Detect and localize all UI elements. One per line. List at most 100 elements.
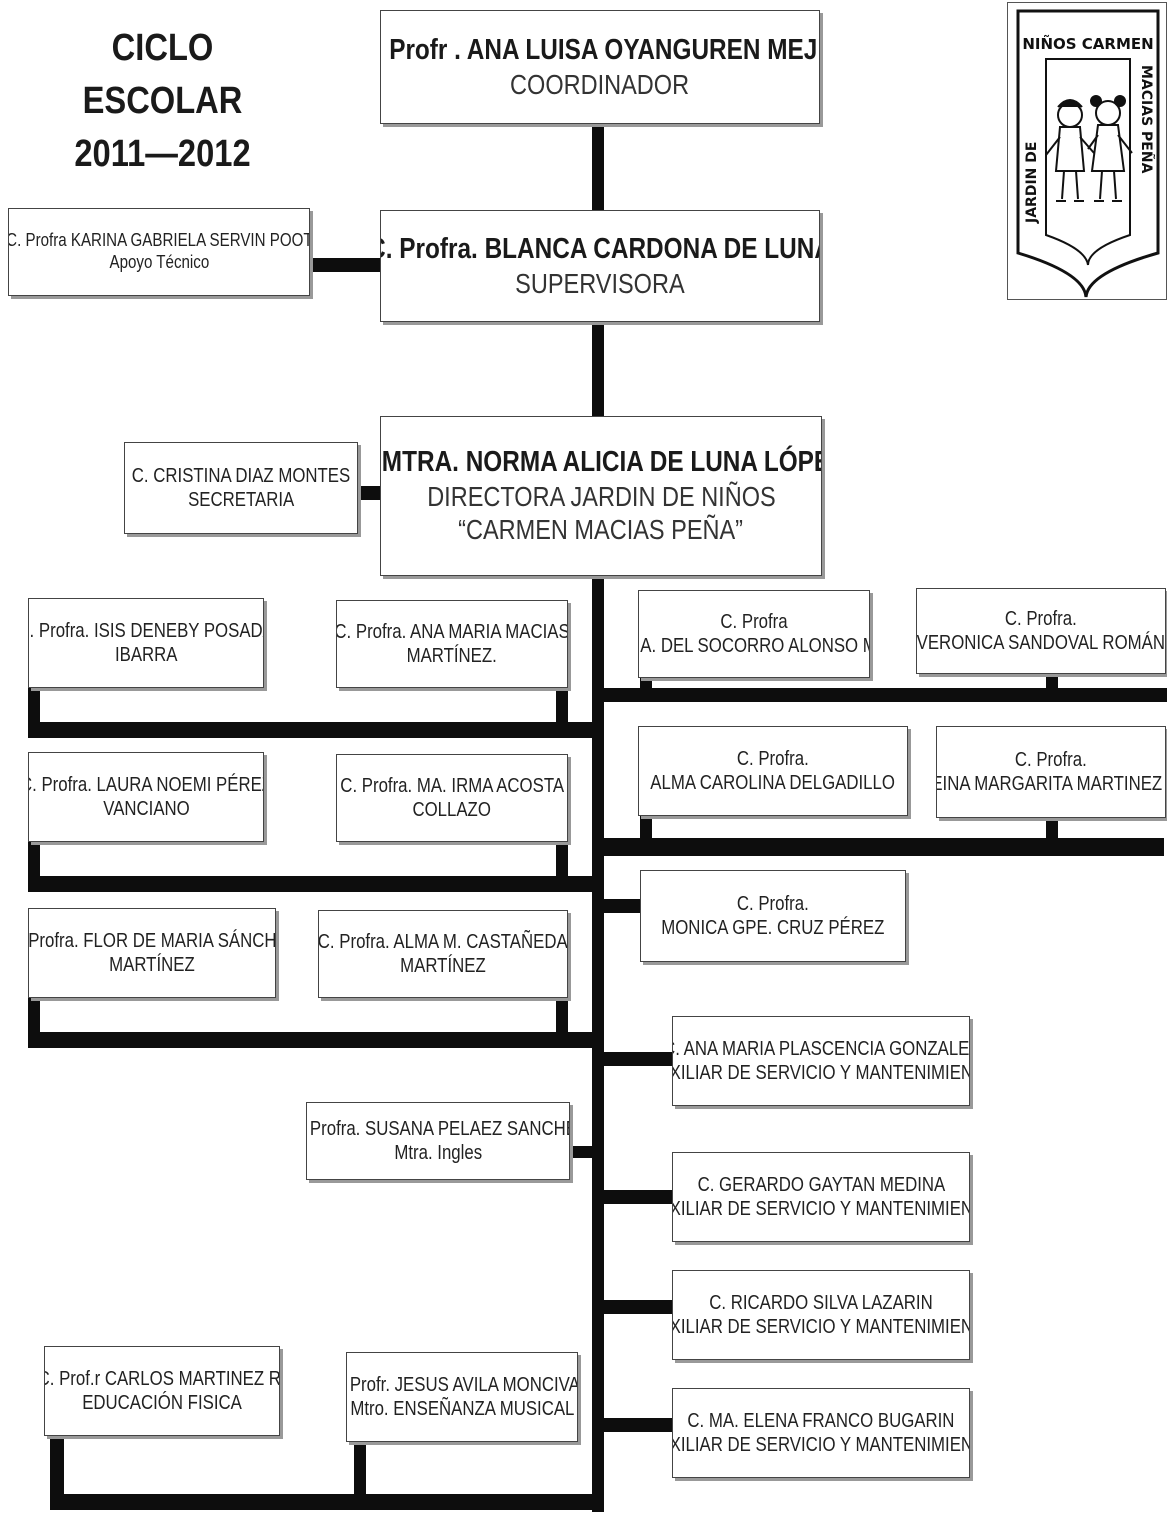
teacher-box-flor: C. Profra. FLOR DE MARIA SÁNCHEZ MARTÍNE… bbox=[28, 908, 276, 998]
teacher-line1: C. Prof.r CARLOS MARTINEZ R. bbox=[44, 1368, 280, 1390]
teacher-box-irma: C. Profra. MA. IRMA ACOSTA COLLAZO bbox=[336, 754, 568, 842]
coordinador-name: C. Profr . ANA LUISA OYANGUREN MEJIA bbox=[380, 33, 820, 66]
teacher-box-alma-carolina: C. Profra. ALMA CAROLINA DELGADILLO bbox=[638, 726, 908, 816]
directora-role: DIRECTORA JARDIN DE NIÑOS bbox=[426, 480, 776, 512]
staff-line1: C. MA. ELENA FRANCO BUGARIN bbox=[687, 1410, 955, 1432]
staff-line1: C. RICARDO SILVA LAZARIN bbox=[709, 1292, 933, 1314]
directora-name: C.MTRA. NORMA ALICIA DE LUNA LÓPEZ bbox=[380, 446, 822, 478]
connector-susana bbox=[570, 1146, 600, 1158]
connector-right-row2-drop-a bbox=[640, 814, 652, 842]
apoyo-role: Apoyo Técnico bbox=[109, 252, 209, 272]
title-line1: CICLO ESCOLAR bbox=[82, 27, 243, 123]
connector-apoyo bbox=[310, 258, 382, 272]
secretaria-role: SECRETARIA bbox=[187, 489, 295, 511]
teacher-box-isis: C. Profra. ISIS DENEBY POSADA IBARRA bbox=[28, 598, 264, 688]
teacher-box-laura: C. Profra. LAURA NOEMI PÉREZ VANCIANO bbox=[28, 752, 264, 842]
staff-line2: AUXILIAR DE SERVICIO Y MANTENIMIENTO bbox=[673, 1316, 969, 1338]
teacher-line2: Mtro. ENSEÑANZA MUSICAL bbox=[349, 1398, 575, 1420]
supervisora-name: C. Profra. BLANCA CARDONA DE LUNA bbox=[380, 232, 820, 265]
teacher-box-alma-m: C. Profra. ALMA M. CASTAÑEDA MARTÍNEZ bbox=[318, 910, 568, 998]
connector-right-row1-drop-a bbox=[640, 676, 652, 694]
teacher-line1: C. Profra. LAURA NOEMI PÉREZ bbox=[28, 774, 264, 796]
teacher-line2: MARTÍNEZ bbox=[109, 954, 195, 976]
logo-text-top: NIÑOS CARMEN bbox=[1022, 34, 1153, 53]
connector-left-row3-drop-a bbox=[28, 996, 40, 1038]
teacher-line2: ALMA CAROLINA DELGADILLO bbox=[650, 772, 896, 794]
teacher-box-veronica: C. Profra. VERONICA SANDOVAL ROMÁN bbox=[916, 588, 1166, 674]
apoyo-tecnico-box: C. Profra KARINA GABRIELA SERVIN POOT Ap… bbox=[8, 208, 310, 296]
teacher-box-reina: C. Profra. REINA MARGARITA MARTINEZ H. bbox=[936, 726, 1166, 818]
connector-bottom-drop-b bbox=[354, 1440, 366, 1498]
connector-left-row1 bbox=[28, 722, 598, 738]
teacher-box-monica: C. Profra. MONICA GPE. CRUZ PÉREZ bbox=[640, 870, 906, 962]
connector-left-row3-drop-b bbox=[556, 996, 568, 1038]
connector-bottom bbox=[50, 1494, 602, 1510]
teacher-box-socorro: C. Profra MA. DEL SOCORRO ALONSO M. bbox=[638, 590, 870, 678]
connector-monica bbox=[598, 899, 642, 913]
teacher-line2: Mtra. Ingles bbox=[394, 1142, 482, 1164]
connector-bottom-drop-a bbox=[50, 1434, 64, 1500]
teacher-line2: EDUCACIÓN FISICA bbox=[82, 1392, 242, 1414]
connector-left-row2-drop-a bbox=[28, 842, 40, 882]
teacher-line2: IBARRA bbox=[114, 644, 178, 666]
connector-left-row2 bbox=[28, 876, 598, 892]
coordinador-box: C. Profr . ANA LUISA OYANGUREN MEJIA COO… bbox=[380, 10, 820, 124]
teacher-line1: C. Profra. ANA MARIA MACIAS bbox=[336, 621, 568, 643]
logo-text-left: JARDIN DE bbox=[1024, 142, 1040, 224]
staff-line1: C. ANA MARIA PLASCENCIA GONZALEZ bbox=[672, 1038, 970, 1060]
teacher-line1: C. Profra. ALMA M. CASTAÑEDA bbox=[318, 931, 568, 953]
connector-right-row1-drop-b bbox=[1046, 672, 1058, 694]
teacher-line1: C. Profra. bbox=[1015, 749, 1087, 771]
supervisora-role: SUPERVISORA bbox=[515, 267, 685, 299]
teacher-line1: C. Profr. JESUS AVILA MONCIVAIZ bbox=[347, 1374, 577, 1396]
title-line2: 2011—2012 bbox=[74, 133, 251, 176]
connector-gaytan bbox=[598, 1190, 674, 1204]
connector-left-row2-drop-b bbox=[556, 842, 568, 882]
connector-right-row2 bbox=[598, 838, 1164, 856]
teacher-box-ana-maria: C. Profra. ANA MARIA MACIAS MARTÍNEZ. bbox=[336, 600, 568, 688]
teacher-line2: MARTÍNEZ. bbox=[406, 645, 498, 667]
teacher-line1: C. Profra. bbox=[737, 748, 809, 770]
teacher-line1: C. Profra. bbox=[737, 893, 809, 915]
connector-plascencia bbox=[598, 1052, 674, 1066]
teacher-line1: C. Profra. bbox=[1005, 608, 1077, 630]
staff-box-silva: C. RICARDO SILVA LAZARIN AUXILIAR DE SER… bbox=[672, 1270, 970, 1360]
coordinador-role: COORDINADOR bbox=[510, 68, 690, 100]
connector-left-row3 bbox=[28, 1032, 598, 1048]
teacher-line1: C. Profra. SUSANA PELAEZ SANCHEZ bbox=[307, 1118, 569, 1140]
staff-box-plascencia: C. ANA MARIA PLASCENCIA GONZALEZ AUXILIA… bbox=[672, 1016, 970, 1106]
connector-left-row1-drop-b bbox=[556, 688, 568, 728]
staff-line2: AUXILIAR DE SERVICIO Y MANTENIMIENTO bbox=[673, 1434, 969, 1456]
connector-silva bbox=[598, 1300, 674, 1314]
secretaria-box: C. CRISTINA DIAZ MONTES SECRETARIA bbox=[124, 442, 358, 534]
supervisora-box: C. Profra. BLANCA CARDONA DE LUNA SUPERV… bbox=[380, 210, 820, 322]
teacher-line2: VERONICA SANDOVAL ROMÁN bbox=[916, 632, 1166, 654]
teacher-box-susana: C. Profra. SUSANA PELAEZ SANCHEZ Mtra. I… bbox=[306, 1102, 570, 1180]
page-title: CICLO ESCOLAR 2011—2012 bbox=[30, 22, 295, 182]
teacher-line1: C. Profra bbox=[720, 611, 788, 633]
directora-school: “CARMEN MACIAS PEÑA” bbox=[458, 514, 744, 546]
teacher-box-carlos: C. Prof.r CARLOS MARTINEZ R. EDUCACIÓN F… bbox=[44, 1346, 280, 1436]
teacher-line1: C. Profra. MA. IRMA ACOSTA bbox=[340, 775, 564, 797]
connector-right-row2-drop-b bbox=[1046, 816, 1058, 842]
staff-line1: C. GERARDO GAYTAN MEDINA bbox=[697, 1174, 945, 1196]
connector-right-row1 bbox=[598, 688, 1167, 702]
children-illustration bbox=[1045, 95, 1133, 202]
school-logo: NIÑOS CARMEN JARDIN DE MACIAS PEÑA bbox=[1007, 2, 1167, 300]
staff-line2: AUXILIAR DE SERVICIO Y MANTENIMIENTO bbox=[673, 1062, 969, 1084]
apoyo-name: C. Profra KARINA GABRIELA SERVIN POOT bbox=[8, 230, 310, 251]
staff-box-gaytan: C. GERARDO GAYTAN MEDINA AUXILIAR DE SER… bbox=[672, 1152, 970, 1242]
teacher-line1: C. Profra. FLOR DE MARIA SÁNCHEZ bbox=[28, 930, 276, 952]
secretaria-name: C. CRISTINA DIAZ MONTES bbox=[131, 465, 351, 487]
teacher-line2: REINA MARGARITA MARTINEZ H. bbox=[937, 773, 1165, 795]
connector-franco bbox=[598, 1418, 674, 1432]
teacher-line1: C. Profra. ISIS DENEBY POSADA bbox=[28, 620, 264, 642]
logo-text-right: MACIAS PEÑA bbox=[1138, 65, 1155, 174]
teacher-line2: MONICA GPE. CRUZ PÉREZ bbox=[661, 917, 885, 939]
teacher-line2: VANCIANO bbox=[102, 798, 190, 820]
teacher-line2: MA. DEL SOCORRO ALONSO M. bbox=[638, 635, 870, 657]
school-crest-icon: NIÑOS CARMEN JARDIN DE MACIAS PEÑA bbox=[1016, 9, 1160, 298]
teacher-box-jesus: C. Profr. JESUS AVILA MONCIVAIZ Mtro. EN… bbox=[346, 1352, 578, 1442]
teacher-line2: COLLAZO bbox=[412, 799, 492, 821]
connector-left-row1-drop-a bbox=[28, 688, 40, 728]
